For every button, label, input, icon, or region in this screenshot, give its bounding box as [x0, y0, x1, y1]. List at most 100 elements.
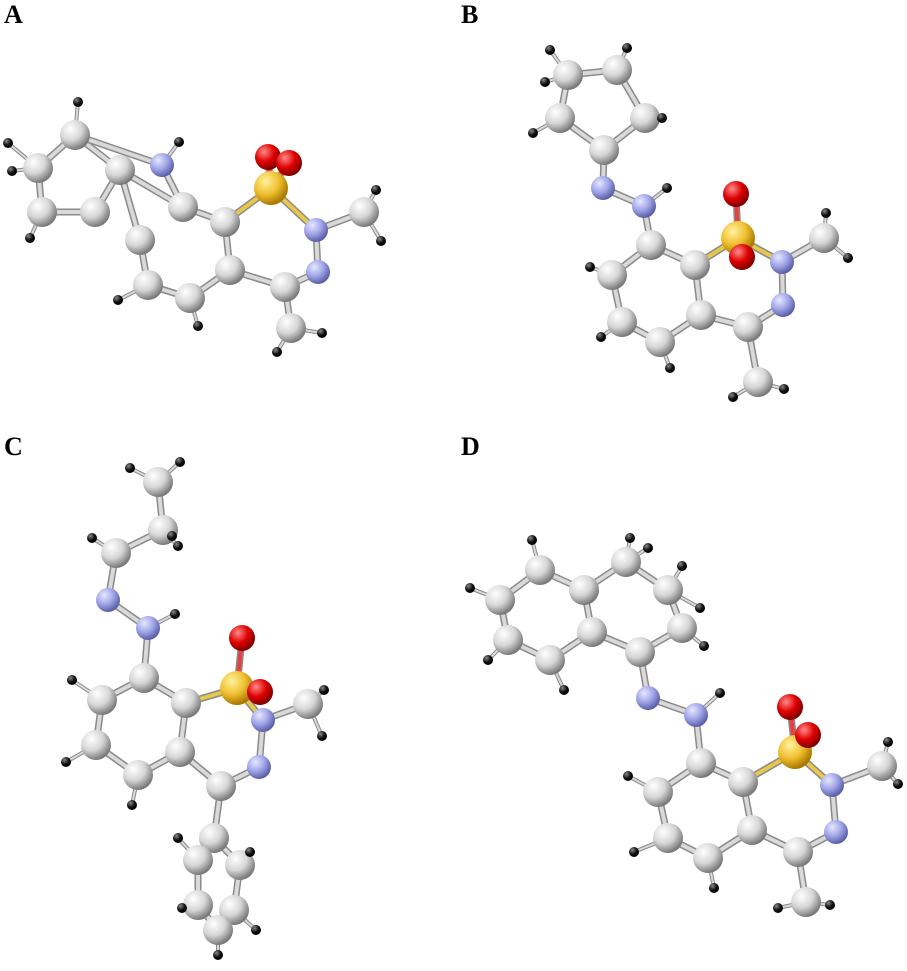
- hydrogen-atom: [528, 128, 538, 138]
- hydrogen-atom: [728, 392, 738, 402]
- carbon-atom: [686, 300, 716, 330]
- nitrogen-atom: [150, 153, 174, 177]
- hydrogen-atom: [376, 236, 386, 246]
- hydrogen-atom: [622, 43, 632, 53]
- carbon-atom: [602, 55, 632, 85]
- carbon-atom: [183, 890, 213, 920]
- carbon-atom: [210, 207, 240, 237]
- carbon-atom: [643, 777, 673, 807]
- carbon-atom: [493, 625, 523, 655]
- hydrogen-atom: [540, 77, 550, 87]
- nitrogen-atom: [771, 293, 795, 317]
- hydrogen-atom: [317, 328, 327, 338]
- carbon-atom: [143, 467, 173, 497]
- nitrogen-atom: [304, 218, 328, 242]
- carbon-atom: [60, 120, 90, 150]
- hydrogen-atom: [25, 233, 35, 243]
- hydrogen-atom: [843, 253, 853, 263]
- carbon-atom: [686, 748, 716, 778]
- hydrogen-atom: [559, 685, 569, 695]
- oxygen-atom: [795, 722, 821, 748]
- hydrogen-atom: [715, 688, 725, 698]
- hydrogen-atom: [251, 925, 261, 935]
- hydrogen-atom: [245, 847, 255, 857]
- hydrogen-atom: [657, 113, 667, 123]
- oxygen-atom: [247, 679, 273, 705]
- carbon-atom: [525, 555, 555, 585]
- molecule-b-bonds: [531, 46, 850, 399]
- hydrogen-atom: [319, 685, 329, 695]
- carbon-atom: [81, 730, 111, 760]
- molecule-d-atoms: [465, 533, 903, 917]
- carbon-atom: [199, 823, 229, 853]
- hydrogen-atom: [629, 847, 639, 857]
- nitrogen-atom: [306, 260, 330, 284]
- carbon-atom: [553, 60, 583, 90]
- hydrogen-atom: [371, 185, 381, 195]
- carbon-atom: [101, 538, 131, 568]
- hydrogen-atom: [695, 603, 705, 613]
- carbon-atom: [577, 617, 607, 647]
- panel-label-c: C: [4, 432, 23, 461]
- carbon-atom: [276, 313, 306, 343]
- nitrogen-atom: [770, 250, 794, 274]
- hydrogen-atom: [821, 208, 831, 218]
- carbon-atom: [123, 760, 153, 790]
- carbon-atom: [636, 230, 666, 260]
- carbon-atom: [105, 155, 135, 185]
- hydrogen-atom: [67, 675, 77, 685]
- hydrogen-atom: [709, 883, 719, 893]
- hydrogen-atom: [596, 332, 606, 342]
- hydrogen-atom: [3, 138, 13, 148]
- carbon-atom: [693, 843, 723, 873]
- hydrogen-atom: [665, 363, 675, 373]
- hydrogen-atom: [7, 166, 17, 176]
- carbon-atom: [293, 689, 323, 719]
- molecule-b-atoms: [528, 43, 853, 402]
- nitrogen-atom: [247, 755, 271, 779]
- carbon-atom: [589, 135, 619, 165]
- carbon-atom: [171, 688, 201, 718]
- hydrogen-atom: [113, 295, 123, 305]
- oxygen-atom: [255, 144, 281, 170]
- hydrogen-atom: [483, 655, 493, 665]
- hydrogen-atom: [173, 833, 183, 843]
- nitrogen-atom: [136, 616, 160, 640]
- carbon-atom: [733, 312, 763, 342]
- panel-label-b: B: [461, 0, 479, 29]
- hydrogen-atom: [643, 543, 653, 553]
- bond-layer: [6, 46, 900, 957]
- hydrogen-atom: [585, 262, 595, 272]
- hydrogen-atom: [173, 541, 183, 551]
- hydrogen-atom: [699, 641, 709, 651]
- hydrogen-atom: [465, 583, 475, 593]
- carbon-atom: [625, 637, 655, 667]
- carbon-atom: [168, 192, 198, 222]
- hydrogen-atom: [773, 903, 783, 913]
- carbon-atom: [87, 685, 117, 715]
- hydrogen-atom: [193, 321, 203, 331]
- carbon-atom: [225, 850, 255, 880]
- hydrogen-atom: [317, 731, 327, 741]
- carbon-atom: [23, 153, 53, 183]
- panel-label-d: D: [461, 432, 480, 461]
- carbon-atom: [867, 751, 897, 781]
- carbon-atom: [485, 585, 515, 615]
- carbon-atom: [611, 547, 641, 577]
- carbon-atom: [175, 283, 205, 313]
- hydrogen-atom: [73, 97, 83, 107]
- carbon-atom: [680, 250, 710, 280]
- nitrogen-atom: [684, 703, 708, 727]
- carbon-atom: [270, 272, 300, 302]
- hydrogen-atom: [125, 463, 135, 473]
- carbon-atom: [203, 915, 233, 945]
- carbon-atom: [215, 255, 245, 285]
- nitrogen-atom: [824, 820, 848, 844]
- hydrogen-atom: [61, 757, 71, 767]
- hydrogen-atom: [177, 903, 187, 913]
- carbon-atom: [535, 645, 565, 675]
- carbon-atom: [607, 307, 637, 337]
- hydrogen-atom: [625, 533, 635, 543]
- oxygen-atom: [723, 181, 749, 207]
